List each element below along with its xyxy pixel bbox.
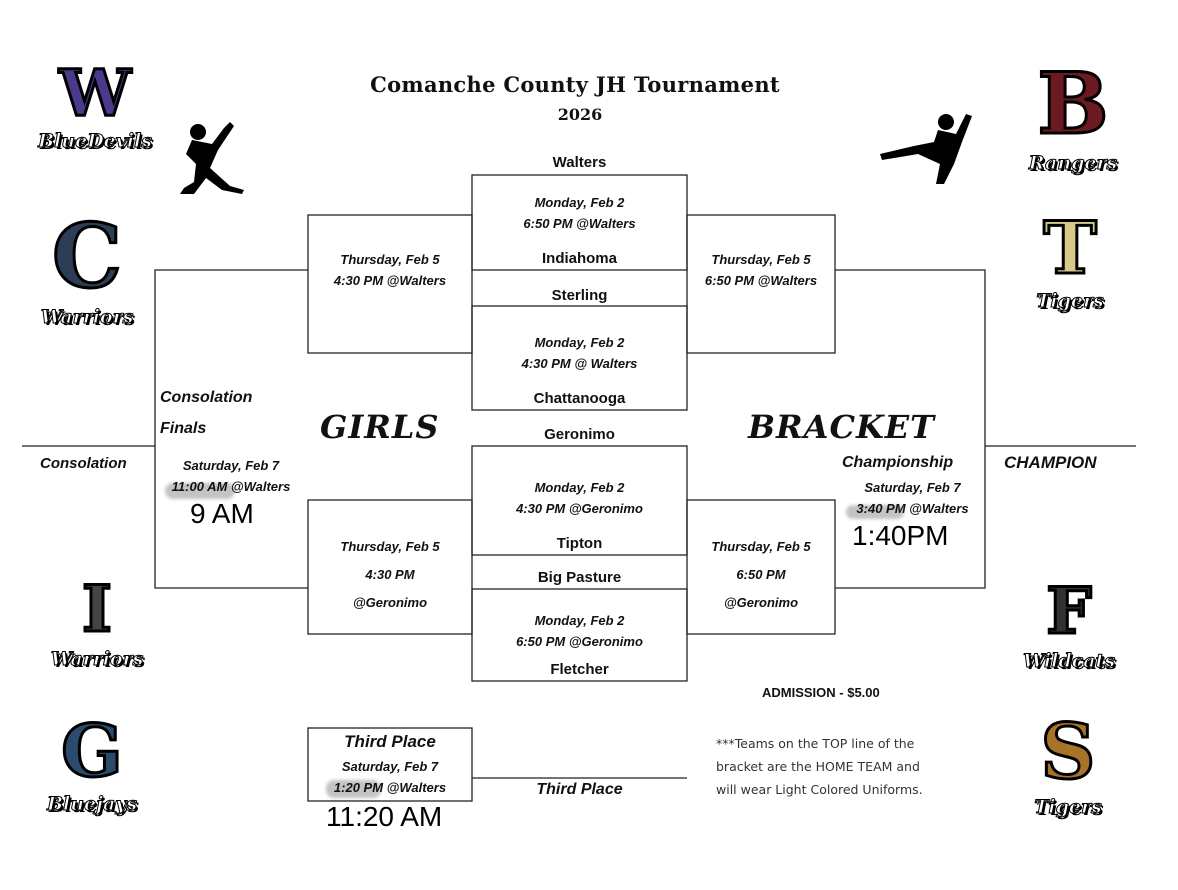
team-tipton: Tipton	[556, 535, 603, 552]
player-silhouette-icon	[180, 122, 244, 194]
scribble-mark	[326, 780, 381, 798]
handwritten-third-place-time: 11:20 AM	[326, 801, 443, 832]
fletcher-wildcats-logo: F Wildcats	[1022, 574, 1116, 673]
walters-bluedevils-logo: W BlueDevils	[38, 56, 153, 153]
champion-label: CHAMPION	[1004, 453, 1097, 472]
consolation-label: Consolation	[40, 455, 127, 472]
third-place-box-label: Third Place	[344, 732, 436, 751]
handwritten-consolation-time: 9 AM	[190, 498, 254, 529]
tipton-tigers-logo: T Tigers	[1036, 205, 1104, 313]
handwritten-championship-time: 1:40PM	[852, 520, 949, 551]
championship-label: Championship	[842, 454, 954, 471]
player-silhouette-icon	[880, 114, 972, 184]
team-indiahoma: Indiahoma	[541, 250, 617, 267]
tournament-year: 2026	[557, 105, 603, 124]
consolation-finals-label-2: Finals	[160, 420, 207, 437]
team-sterling: Sterling	[551, 287, 608, 304]
admission-price: ADMISSION - $5.00	[762, 685, 880, 700]
scribble-mark	[846, 505, 904, 519]
team-geronimo: Geronimo	[544, 426, 615, 443]
chattanooga-warriors-logo: C Warriors	[40, 204, 134, 329]
consolation-finals-label-1: Consolation	[160, 389, 253, 406]
bracket-label: BRACKET	[748, 408, 935, 446]
indiahoma-warriors-logo: I Warriors	[50, 572, 144, 671]
team-walters: Walters	[552, 154, 607, 171]
sterling-tigers-logo: S Tigers	[1034, 707, 1102, 819]
geronimo-bluejays-logo: G Bluejays	[46, 708, 138, 816]
team-chattanooga: Chattanooga	[533, 390, 626, 407]
tournament-title: Comanche County JH Tournament	[370, 72, 780, 97]
big-pasture-rangers-logo: B Rangers	[1028, 54, 1118, 175]
girls-label: GIRLS	[320, 408, 440, 446]
third-place-line-label: Third Place	[536, 781, 623, 798]
team-big-pasture: Big Pasture	[537, 569, 622, 586]
scribble-mark	[165, 483, 235, 499]
team-fletcher: Fletcher	[550, 661, 609, 678]
